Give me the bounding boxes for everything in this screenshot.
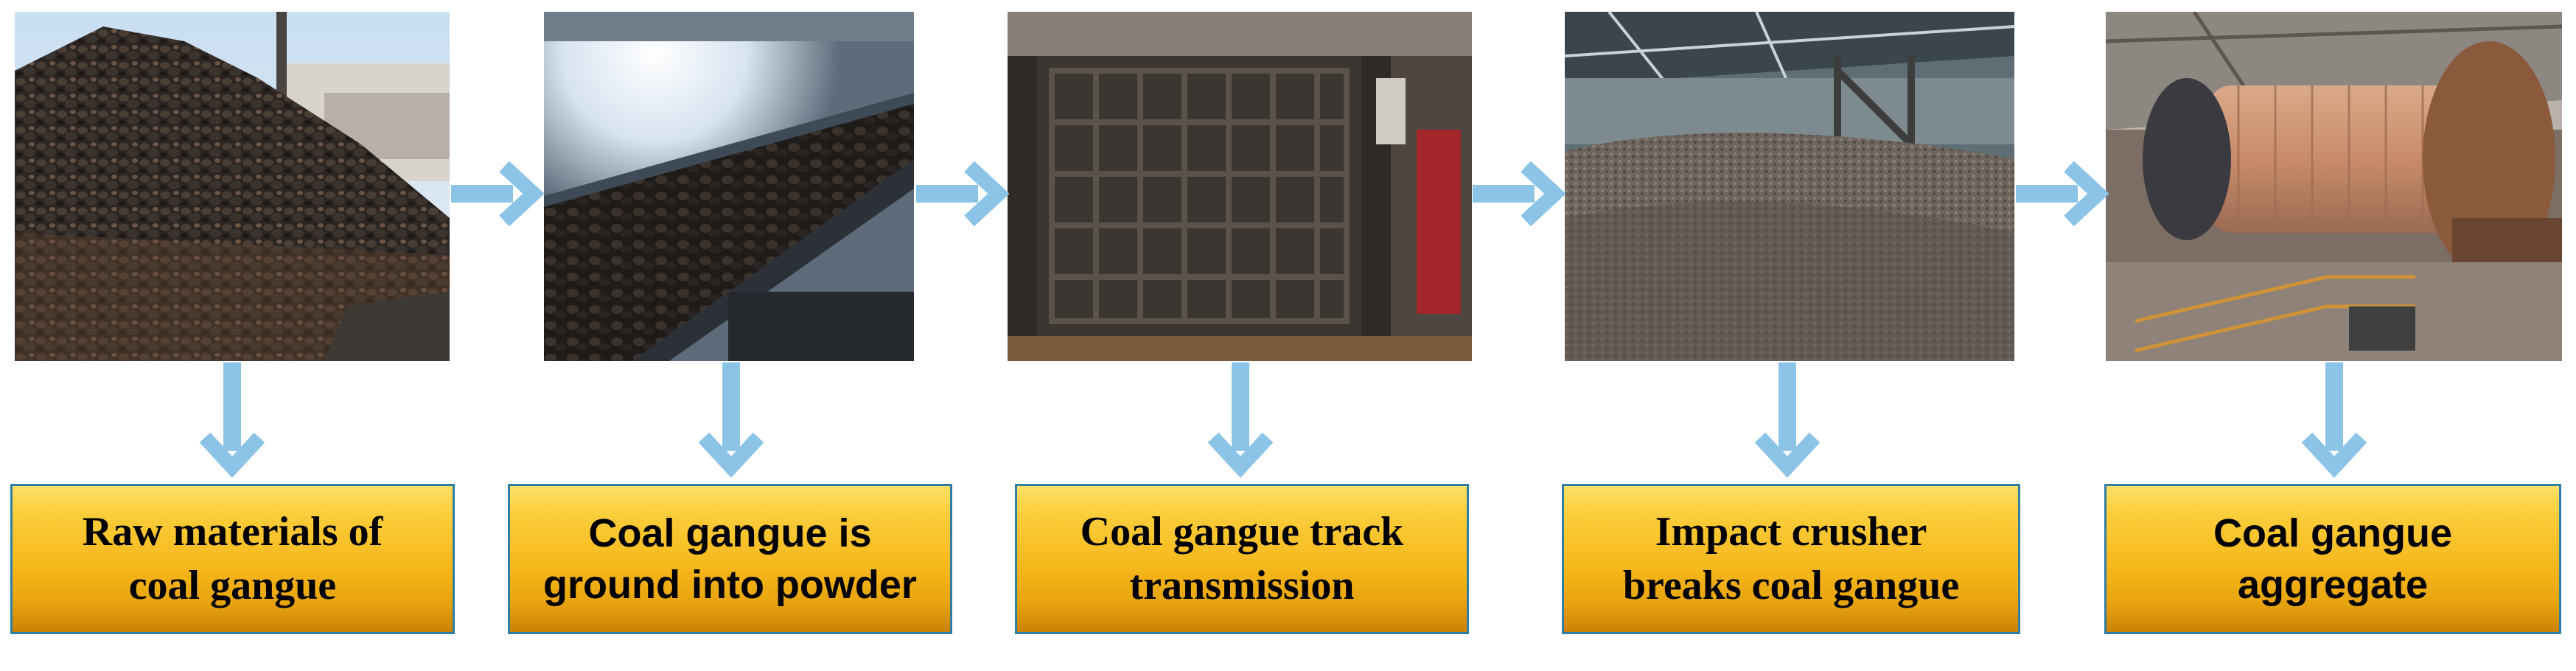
step-label-line1: Coal gangue (2213, 510, 2453, 555)
step-label-line2: ground into powder (543, 563, 917, 607)
step-label-line2: breaks coal gangue (1622, 563, 1960, 608)
arrow-down-4 (1754, 362, 1821, 478)
arrow-down-5 (2301, 362, 2367, 478)
step-label-track-transmission: Coal gangue track transmission (1015, 484, 1469, 634)
photo-impact-crusher-grid (1008, 12, 1472, 361)
arrow-down-3 (1207, 362, 1274, 478)
arrow-right-3 (1473, 161, 1566, 227)
step-label-line1: Impact crusher (1655, 509, 1927, 555)
photo-raw-coal-gangue-pile (15, 12, 450, 361)
arrow-right-4 (2016, 161, 2109, 227)
step-label-line2: coal gangue (128, 563, 337, 608)
step-label-impact-crusher: Impact crusher breaks coal gangue (1562, 484, 2020, 634)
arrow-down-2 (698, 362, 764, 478)
step-label-ground-into-powder: Coal gangue is ground into powder (508, 484, 952, 634)
step-label-line1: Coal gangue track (1080, 509, 1404, 555)
arrow-right-2 (916, 161, 1009, 227)
step-label-line1: Coal gangue is (588, 510, 872, 555)
photo-ball-mill (2106, 12, 2562, 361)
step-label-aggregate: Coal gangue aggregate (2104, 484, 2561, 634)
step-label-line1: Raw materials of (82, 509, 383, 555)
step-label-line2: transmission (1129, 563, 1355, 608)
photo-crushed-coal-gangue-hall (1565, 12, 2014, 361)
arrow-right-1 (451, 161, 544, 227)
step-label-raw-materials: Raw materials of coal gangue (10, 484, 455, 634)
arrow-down-1 (199, 362, 265, 478)
step-label-line2: aggregate (2237, 563, 2429, 607)
photo-conveyor-belt (544, 12, 914, 361)
